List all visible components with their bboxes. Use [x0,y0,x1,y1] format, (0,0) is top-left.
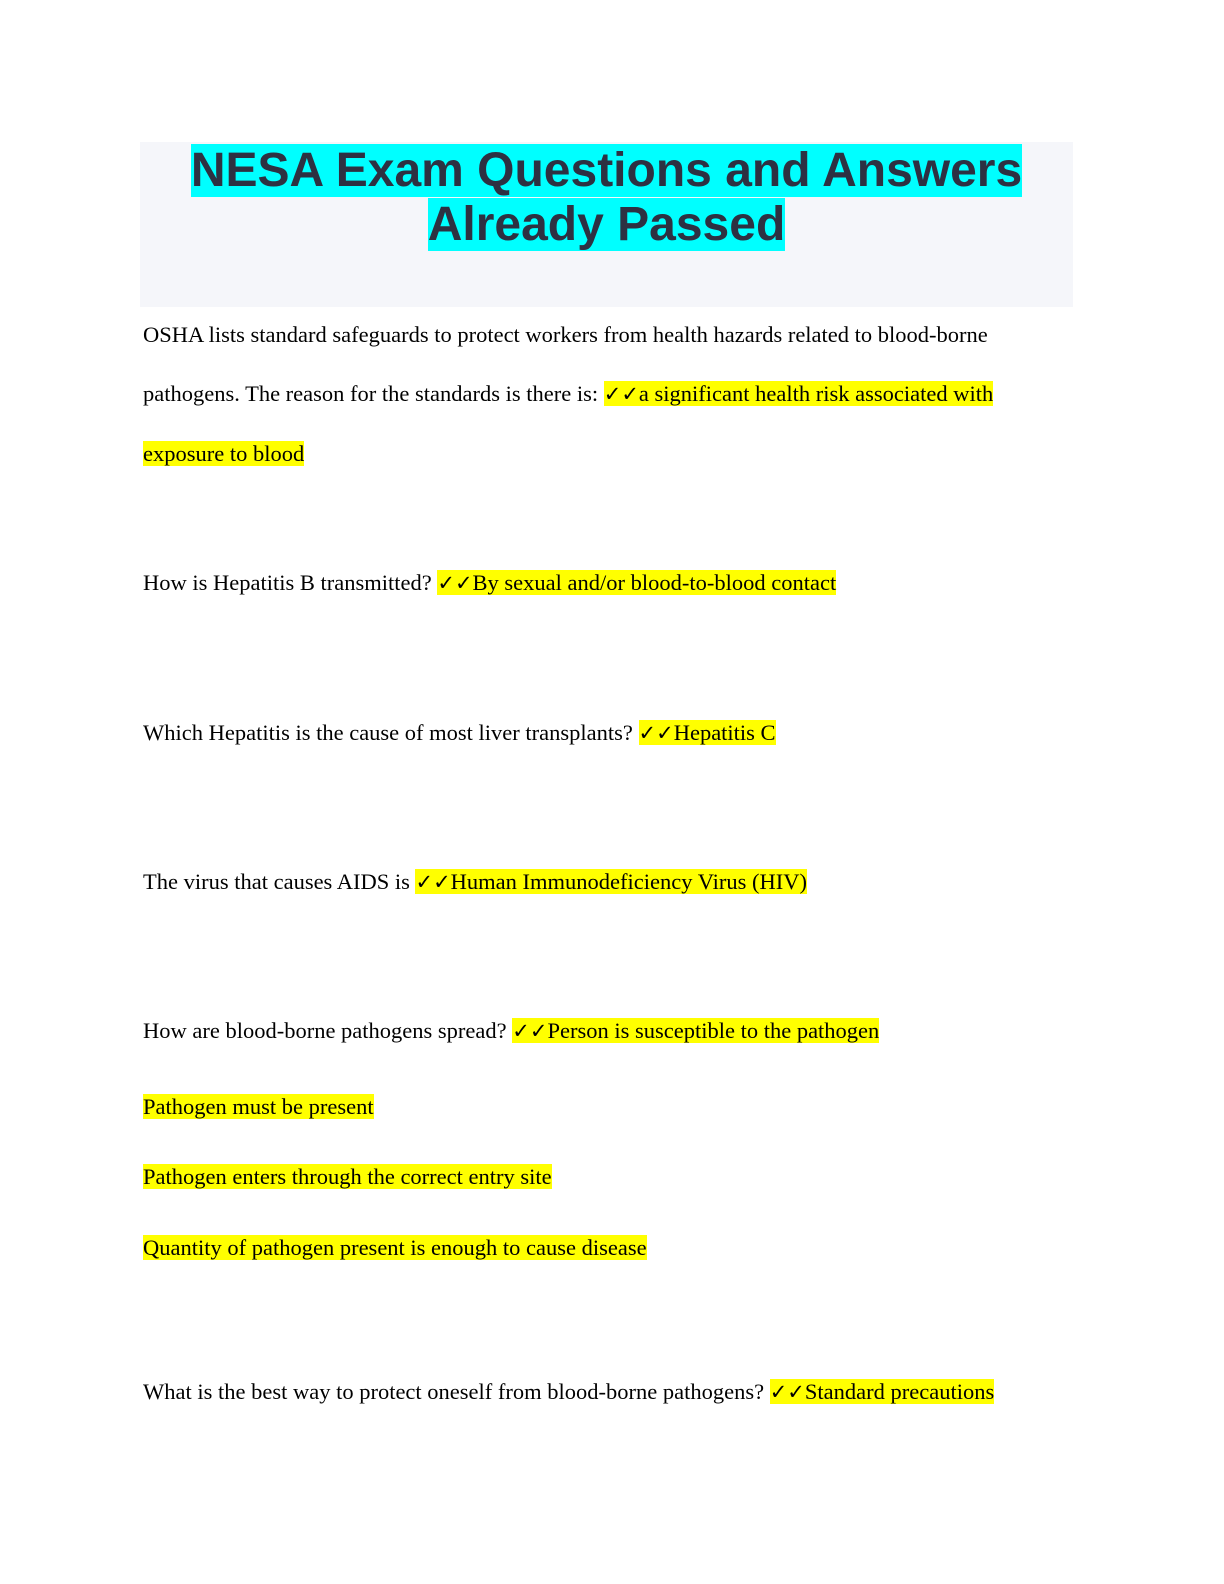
check-mark-icon: ✓✓ [603,382,639,406]
answer-text: By sexual and/or blood-to-blood contact [472,570,837,595]
answer-extra-line: Pathogen must be present [143,1091,374,1123]
qa-item-6: What is the best way to protect oneself … [143,1376,1063,1408]
qa-item-4: The virus that causes AIDS is ✓✓Human Im… [143,866,1063,898]
check-mark-icon: ✓✓ [415,870,451,894]
qa-item-5: How are blood-borne pathogens spread? ✓✓… [143,1015,1063,1047]
answer-text: a significant health risk associated wit… [143,381,994,466]
check-mark-icon: ✓✓ [769,1380,805,1404]
answer-line-text: Pathogen enters through the correct entr… [143,1164,552,1189]
question-text: What is the best way to protect oneself … [143,1379,770,1404]
answer-line-text: Quantity of pathogen present is enough t… [143,1235,647,1260]
qa-item-1: OSHA lists standard safeguards to protec… [143,305,1063,483]
title-line-1: NESA Exam Questions and Answers [190,144,1023,197]
qa-item-2: How is Hepatitis B transmitted? ✓✓By sex… [143,567,1063,599]
qa-item-3: Which Hepatitis is the cause of most liv… [143,717,1063,749]
answer-highlight: ✓✓Hepatitis C [638,720,776,745]
answer-text: Standard precautions [804,1379,995,1404]
answer-highlight: ✓✓Person is susceptible to the pathogen [512,1018,880,1043]
title-block: NESA Exam Questions and Answers Already … [140,142,1073,307]
title-line-2: Already Passed [427,198,786,251]
answer-highlight: ✓✓By sexual and/or blood-to-blood contac… [437,570,837,595]
answer-text: Person is susceptible to the pathogen [547,1018,880,1043]
question-text: OSHA lists standard safeguards to protec… [143,322,988,406]
question-text: The virus that causes AIDS is [143,869,416,894]
answer-highlight: ✓✓Standard precautions [769,1379,995,1404]
question-text: How is Hepatitis B transmitted? [143,570,438,595]
answer-line-text: Pathogen must be present [143,1094,374,1119]
question-text: Which Hepatitis is the cause of most liv… [143,720,639,745]
check-mark-icon: ✓✓ [638,721,674,745]
answer-text: Hepatitis C [673,720,776,745]
answer-text: Human Immunodeficiency Virus (HIV) [450,869,807,894]
question-text: How are blood-borne pathogens spread? [143,1018,513,1043]
answer-extra-line: Quantity of pathogen present is enough t… [143,1232,647,1264]
answer-highlight: ✓✓Human Immunodeficiency Virus (HIV) [415,869,807,894]
check-mark-icon: ✓✓ [437,571,473,595]
check-mark-icon: ✓✓ [512,1019,548,1043]
document-title: NESA Exam Questions and Answers Already … [140,142,1073,252]
answer-extra-line: Pathogen enters through the correct entr… [143,1161,552,1193]
